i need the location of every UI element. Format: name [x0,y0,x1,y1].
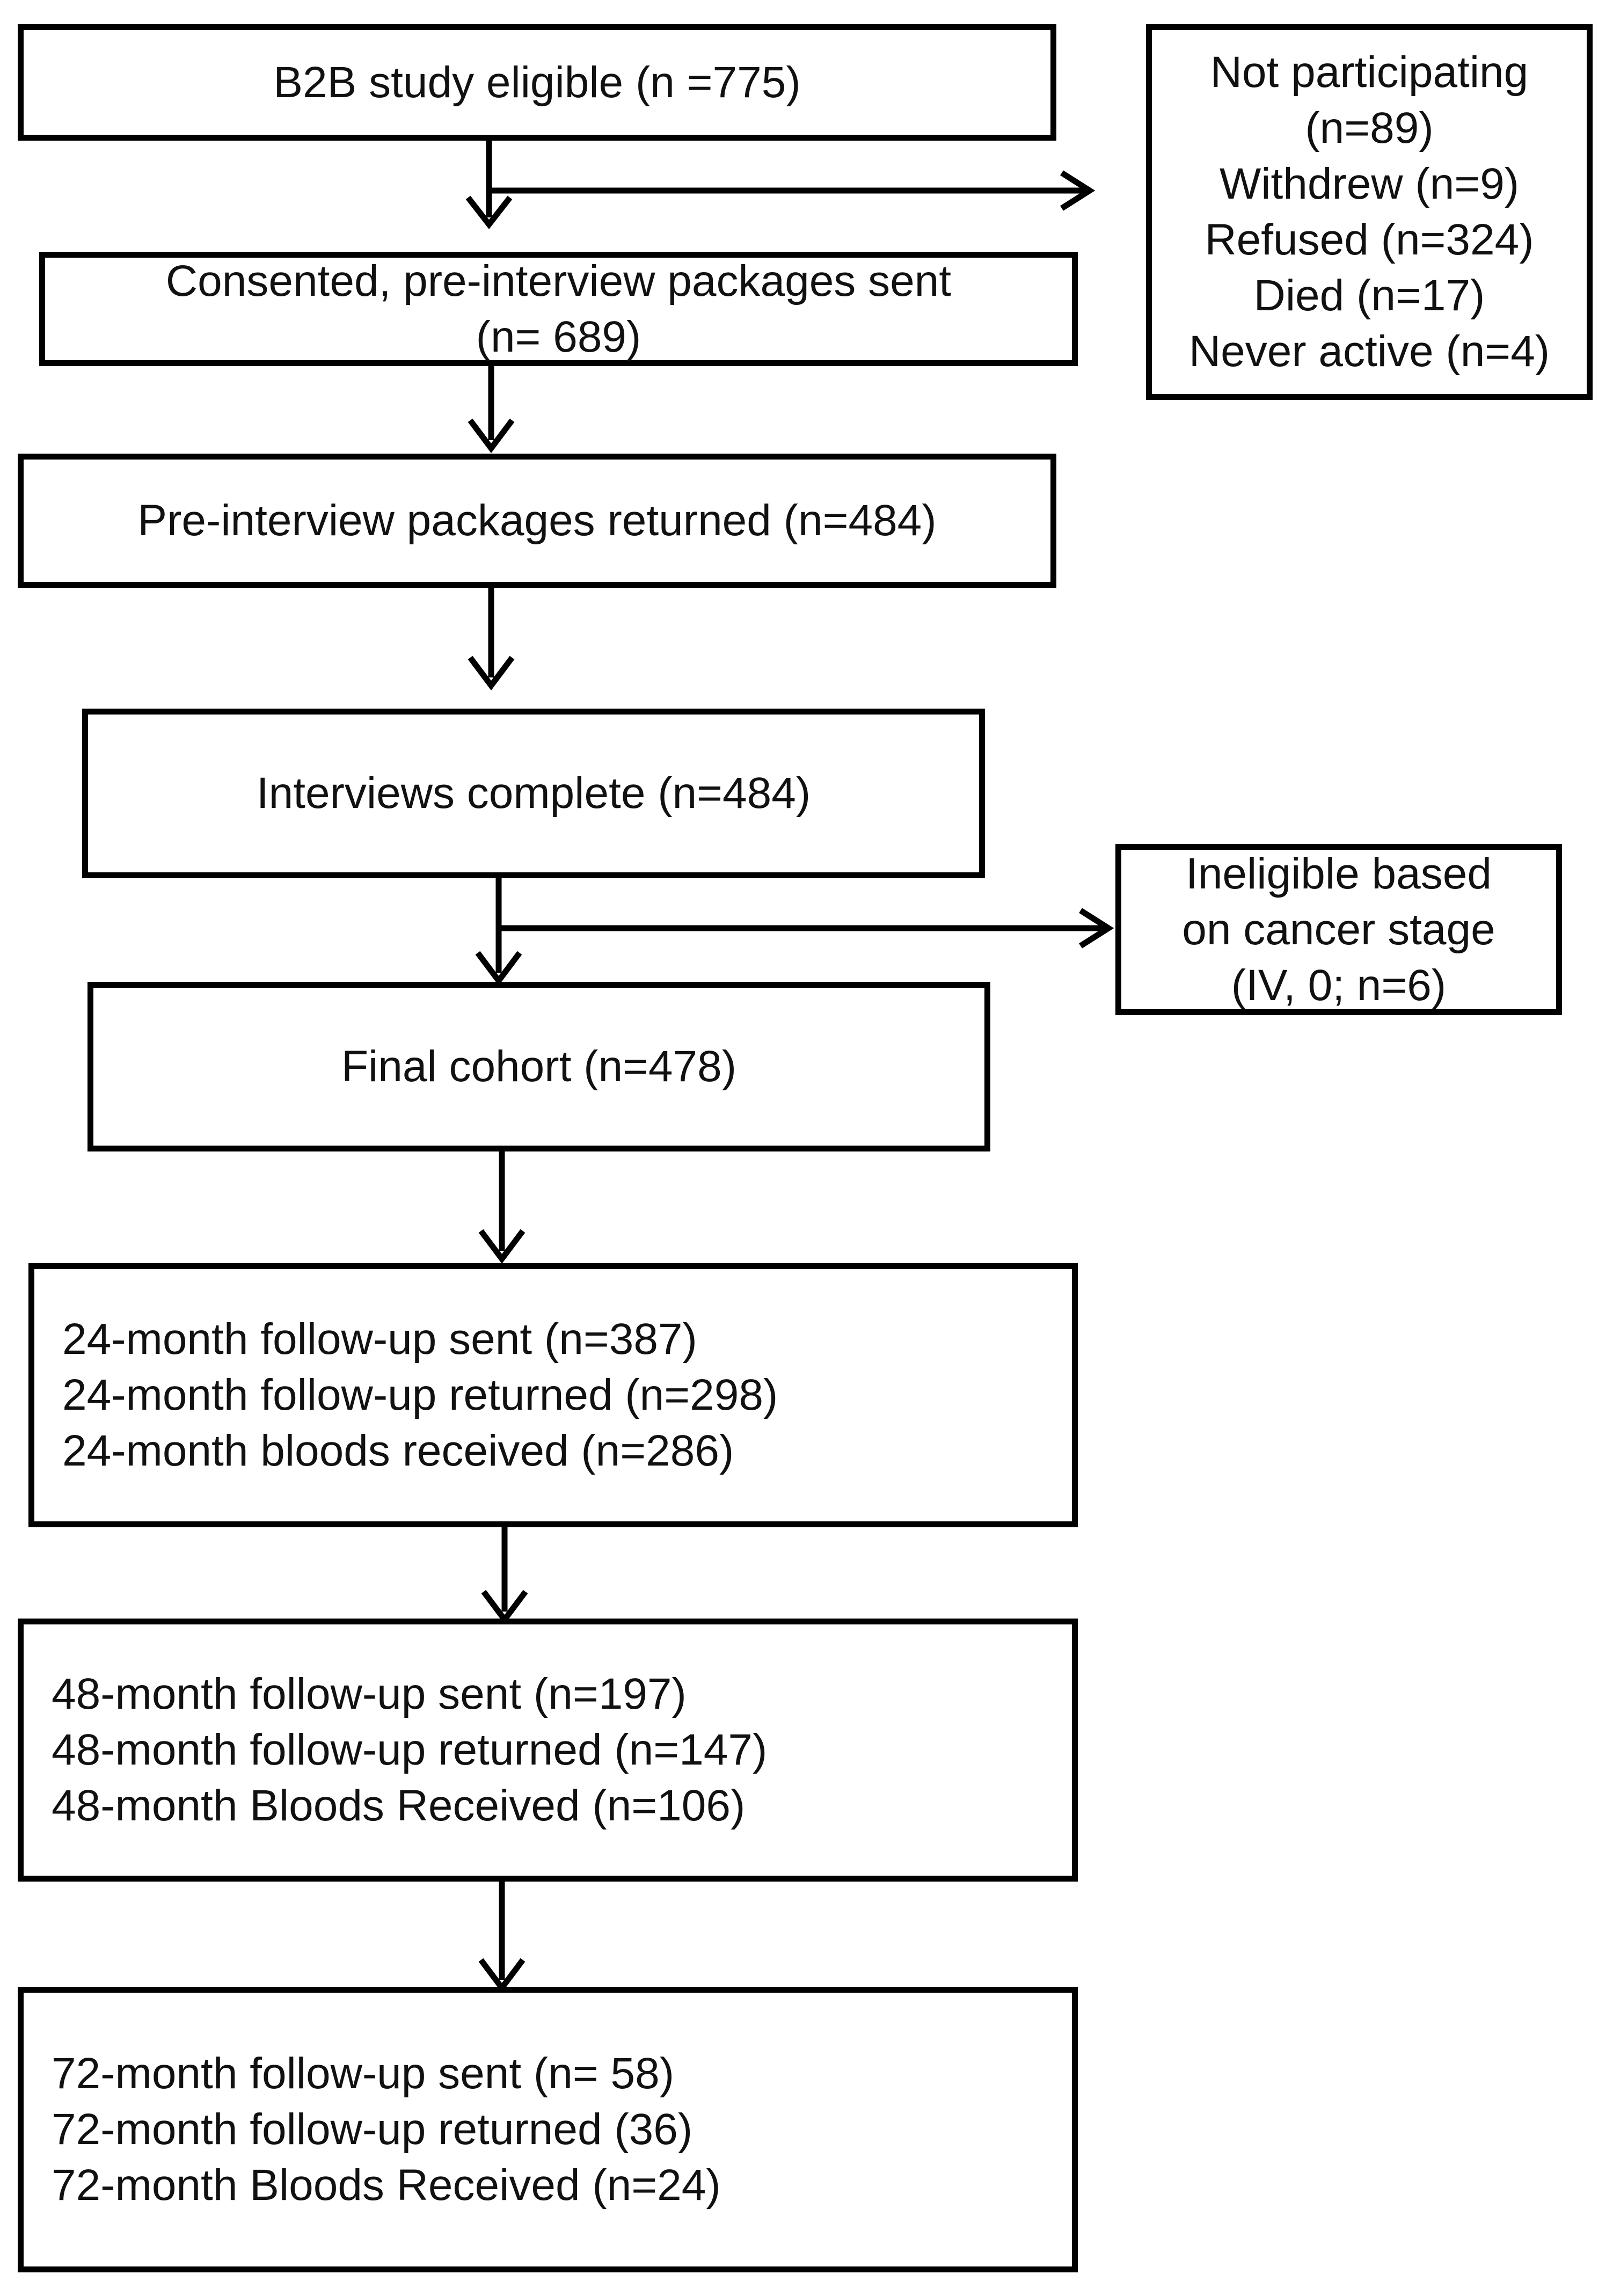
final-cohort-label: Final cohort (n=478) [341,1042,737,1091]
month72-box: 72-month follow-up sent (n= 58) 72-month… [18,1987,1078,2272]
month48-bloods: 48-month Bloods Received (n=106) [52,1781,746,1830]
month48-returned: 48-month follow-up returned (n=147) [52,1725,768,1774]
final-cohort-box: Final cohort (n=478) [87,982,990,1151]
eligible-label: B2B study eligible (n =775) [273,57,801,107]
withdrew-count: Withdrew (n=9) [1219,159,1520,208]
refused-count: Refused (n=324) [1205,215,1534,264]
month24-box: 24-month follow-up sent (n=387) 24-month… [28,1263,1078,1527]
consented-box: Consented, pre-interview packages sent (… [39,252,1078,366]
month72-returned: 72-month follow-up returned (36) [52,2105,693,2154]
eligible-box: B2B study eligible (n =775) [18,24,1056,141]
month48-sent: 48-month follow-up sent (n=197) [52,1670,687,1718]
not-participating-box: Not participating (n=89) Withdrew (n=9) … [1146,24,1593,400]
arrowhead-24month [478,1229,525,1264]
packages-returned-box: Pre-interview packages returned (n=484) [18,454,1056,588]
arrowhead-final [475,951,522,986]
month72-sent: 72-month follow-up sent (n= 58) [52,2049,675,2098]
month24-sent: 24-month follow-up sent (n=387) [62,1315,697,1364]
never-active-count: Never active (n=4) [1188,327,1550,376]
ineligible-box: Ineligible based on cancer stage (IV, 0;… [1115,844,1562,1015]
died-count: Died (n=17) [1253,271,1485,320]
month24-bloods: 24-month bloods received (n=286) [62,1426,734,1475]
arrowhead-interviews [468,655,515,691]
ineligible-line-3: (IV, 0; n=6) [1231,960,1447,1010]
consented-label: Consented, pre-interview packages sent [165,256,952,305]
ineligible-line-1: Ineligible based [1186,849,1492,898]
ineligible-line-2: on cancer stage [1182,905,1495,954]
arrowhead-consented [465,195,513,229]
arrowhead-ineligible [1079,908,1114,949]
packages-returned-label: Pre-interview packages returned (n=484) [137,496,937,545]
not-participating-title: Not participating [1210,48,1529,97]
arrowhead-returned [468,418,515,454]
arrowhead-not-participating [1060,170,1096,211]
consented-count: (n= 689) [476,312,641,361]
interviews-complete-label: Interviews complete (n=484) [256,769,811,818]
month72-bloods: 72-month Bloods Received (n=24) [52,2161,721,2210]
month24-returned: 24-month follow-up returned (n=298) [62,1371,778,1419]
not-participating-count: (n=89) [1305,104,1434,152]
interviews-complete-box: Interviews complete (n=484) [82,709,985,878]
month48-box: 48-month follow-up sent (n=197) 48-month… [18,1619,1078,1882]
